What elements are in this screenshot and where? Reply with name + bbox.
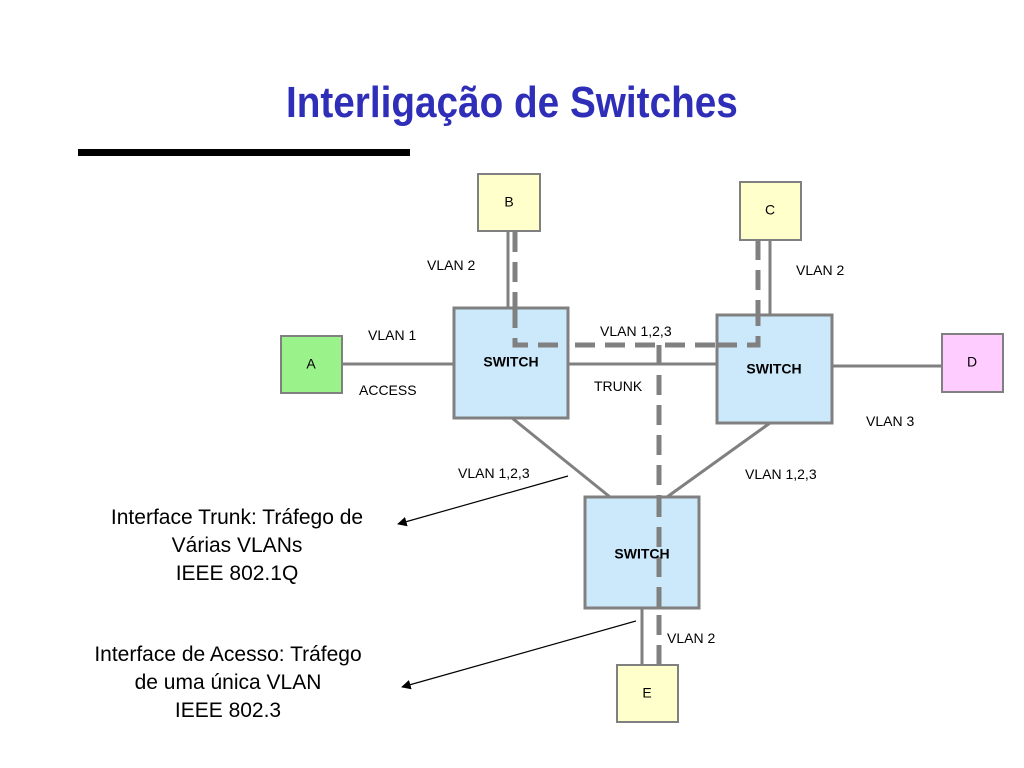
vlan123-top-label: VLAN 1,2,3 bbox=[600, 323, 672, 339]
switch-left-label: SWITCH bbox=[483, 354, 538, 370]
vlan123-left-label: VLAN 1,2,3 bbox=[458, 465, 530, 481]
vlan123-right-label: VLAN 1,2,3 bbox=[745, 466, 817, 482]
device-c-label: C bbox=[765, 202, 775, 218]
device-e-label: E bbox=[642, 685, 651, 701]
trunk-note-line-1: Interface Trunk: Tráfego de bbox=[110, 506, 364, 529]
access-interface-note: Interface de Acesso: Tráfego de uma únic… bbox=[58, 641, 398, 725]
access-label: ACCESS bbox=[359, 382, 417, 398]
device-d-label: D bbox=[967, 354, 977, 370]
switch-left-box bbox=[452, 306, 570, 420]
access-note-line-2: de uma única VLAN bbox=[134, 671, 322, 694]
trunk-label: TRUNK bbox=[594, 378, 643, 394]
title-underline bbox=[78, 149, 410, 156]
trunk-note-arrow bbox=[397, 475, 569, 527]
switch-right-box bbox=[715, 313, 834, 425]
trunk-interface-note: Interface Trunk: Tráfego de Várias VLANs… bbox=[72, 504, 402, 588]
access-note-line-1: Interface de Acesso: Tráfego bbox=[94, 643, 362, 666]
device-d-box bbox=[941, 333, 1004, 393]
switch-bottom-box bbox=[583, 495, 701, 610]
trunk-note-line-3: IEEE 802.1Q bbox=[175, 562, 299, 585]
link-switch-right-bottom bbox=[666, 421, 771, 499]
access-note-line-3: IEEE 802.3 bbox=[174, 699, 282, 722]
device-a-label: A bbox=[306, 356, 316, 372]
vlan2-path-over-right bbox=[717, 315, 761, 348]
vlan2-c-label: VLAN 2 bbox=[796, 262, 844, 278]
page-title: Interligação de Switches bbox=[285, 78, 738, 127]
vlan2-b-label: VLAN 2 bbox=[427, 257, 475, 273]
device-e-box bbox=[616, 664, 679, 723]
device-c-box bbox=[739, 181, 802, 241]
device-a-box bbox=[280, 335, 343, 394]
vlan2-path-over-left bbox=[512, 308, 568, 348]
device-b-label: B bbox=[504, 194, 513, 210]
vlan1-label: VLAN 1 bbox=[368, 327, 416, 343]
switch-right-label: SWITCH bbox=[746, 361, 801, 377]
link-switch-left-bottom bbox=[511, 416, 611, 499]
switch-bottom-label: SWITCH bbox=[614, 546, 669, 562]
trunk-note-line-2: Várias VLANs bbox=[171, 534, 303, 557]
vlan2-e-label: VLAN 2 bbox=[667, 630, 715, 646]
access-note-arrow bbox=[401, 620, 637, 690]
device-b-box bbox=[477, 173, 541, 232]
vlan3-label: VLAN 3 bbox=[866, 413, 914, 429]
